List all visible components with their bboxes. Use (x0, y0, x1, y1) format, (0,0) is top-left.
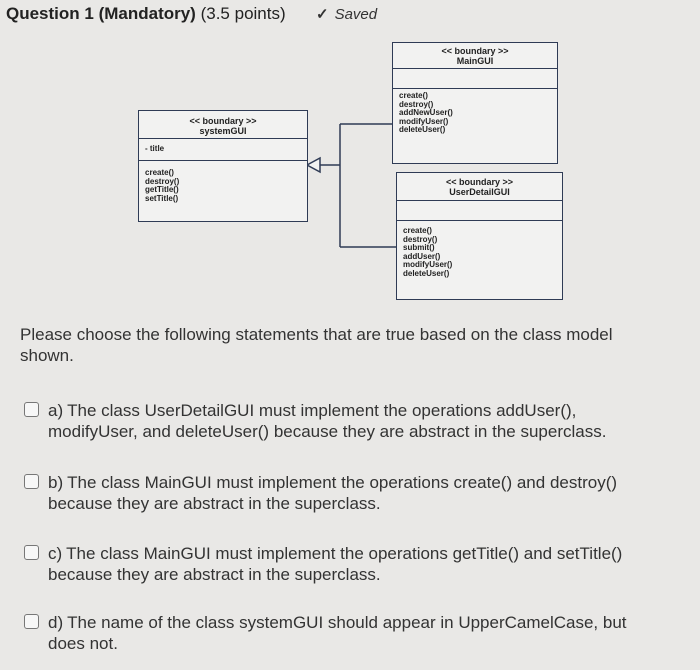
operation: destroy() (403, 234, 438, 244)
stereotype: << boundary >> (441, 46, 509, 56)
question-title-text: Question 1 (Mandatory) (6, 4, 196, 23)
operation: setTitle() (145, 193, 179, 203)
option-b-text: b)The class MainGUI must implement the o… (48, 472, 668, 514)
attribute: - title (145, 144, 165, 153)
operations-section: create() destroy() addNewUser() modifyUs… (393, 89, 557, 163)
option-d-label: d) (48, 613, 64, 632)
saved-status: ✓ Saved (316, 5, 377, 23)
operation: addNewUser() (399, 108, 453, 117)
question-header: Question 1 (Mandatory) (3.5 points) ✓ Sav… (0, 0, 700, 30)
question-prompt: Please choose the following statements t… (20, 325, 613, 365)
uml-class-systemgui: << boundary >> systemGUI - title create(… (138, 110, 308, 222)
operation: destroy() (145, 176, 180, 186)
attributes-section: - title (139, 139, 307, 161)
class-header: << boundary >> UserDetailGUI (397, 173, 562, 201)
stereotype: << boundary >> (445, 177, 514, 187)
attributes-section (397, 201, 562, 221)
operations-section: create() destroy() submit() addUser() mo… (397, 221, 562, 299)
stereotype: << boundary >> (189, 116, 257, 126)
option-c-statement: The class MainGUI must implement the ope… (48, 544, 623, 584)
generalization-arrow-icon (305, 156, 321, 174)
operation: deleteUser() (399, 125, 446, 134)
class-name: MainGUI (456, 56, 494, 66)
operations-section: create() destroy() getTitle() setTitle() (139, 161, 307, 223)
question-points: (3.5 points) (200, 4, 286, 23)
class-name: UserDetailGUI (449, 187, 510, 197)
option-a-label: a) (48, 401, 64, 420)
class-header: << boundary >> MainGUI (393, 43, 557, 69)
operation: getTitle() (145, 185, 179, 194)
class-header: << boundary >> systemGUI (139, 111, 307, 139)
checkbox-c[interactable] (24, 545, 39, 560)
checkbox-a[interactable] (24, 402, 39, 417)
operation: addUser() (403, 251, 441, 261)
option-a-statement: The class UserDetailGUI must implement t… (48, 401, 607, 441)
check-icon: ✓ (316, 6, 329, 23)
operation: create() (403, 226, 432, 235)
option-a-text: a)The class UserDetailGUI must implement… (48, 400, 668, 442)
attributes-section (393, 69, 557, 89)
option-b-label: b) (48, 473, 64, 492)
option-d-statement: The name of the class systemGUI should a… (48, 613, 627, 653)
class-name: systemGUI (199, 126, 247, 136)
question-title: Question 1 (Mandatory) (3.5 points) (6, 4, 286, 24)
operation: create() (399, 91, 428, 100)
operation: deleteUser() (403, 268, 450, 278)
operation: destroy() (399, 99, 434, 109)
operation: modifyUser() (399, 116, 449, 126)
option-c-text: c)The class MainGUI must implement the o… (48, 543, 668, 585)
checkbox-b[interactable] (24, 474, 39, 489)
operation: create() (145, 168, 174, 177)
option-d-text: d)The name of the class systemGUI should… (48, 612, 668, 654)
uml-class-userdetailgui: << boundary >> UserDetailGUI create() de… (396, 172, 563, 300)
saved-label: Saved (334, 6, 378, 23)
uml-class-maingui: << boundary >> MainGUI create() destroy(… (392, 42, 558, 164)
operation: submit() (403, 243, 435, 252)
option-b-statement: The class MainGUI must implement the ope… (48, 473, 618, 513)
option-c-label: c) (48, 544, 63, 563)
checkbox-d[interactable] (24, 614, 39, 629)
operation: modifyUser() (403, 260, 453, 269)
